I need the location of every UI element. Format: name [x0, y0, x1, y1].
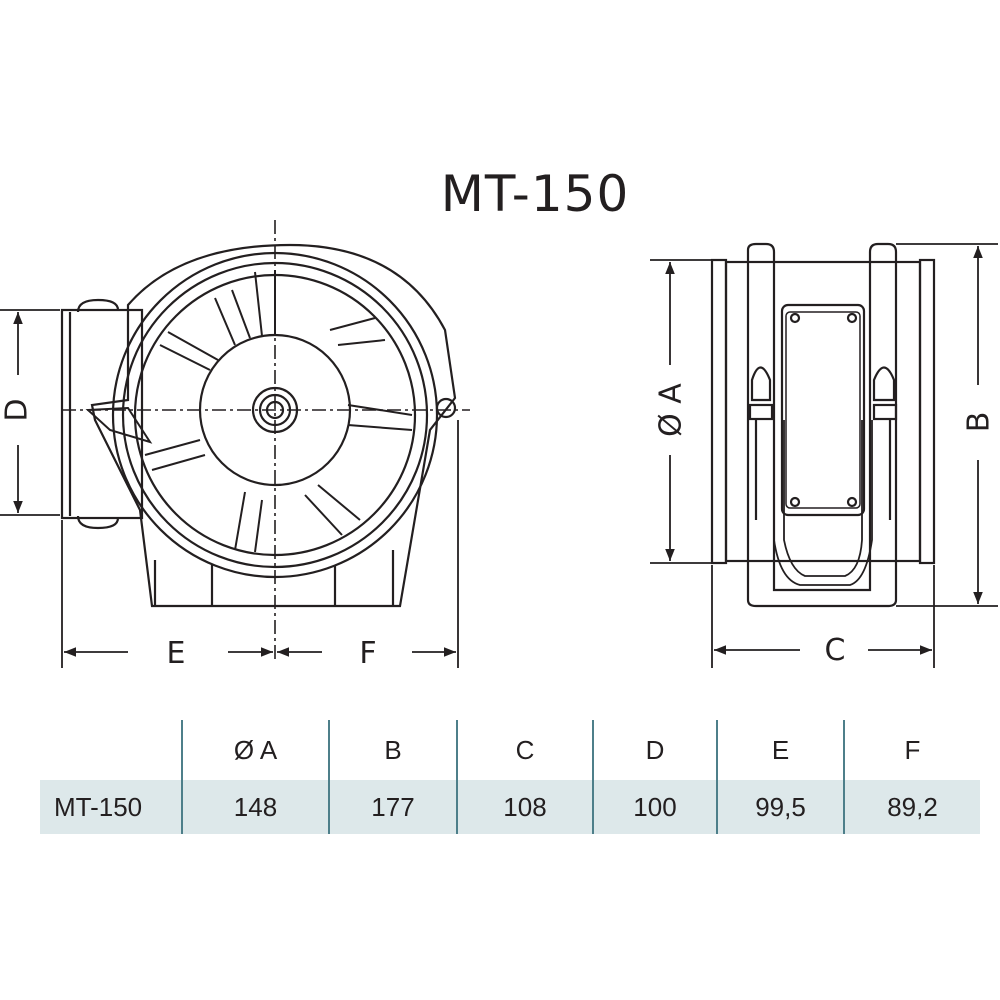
table-cell: 177: [328, 780, 457, 834]
table-header-row: Ø A B C D E F: [40, 720, 980, 780]
table-header-cell: E: [716, 720, 844, 780]
table-header-cell: Ø A: [181, 720, 329, 780]
dim-label-d: D: [0, 398, 35, 421]
dimensions-table: Ø A B C D E F MT-150 148 177 108 100 99,…: [40, 720, 980, 834]
front-duct-collar: [60, 308, 144, 520]
dim-ef-lines: [61, 420, 459, 668]
front-centerlines: [62, 220, 470, 660]
front-vanes: [144, 270, 413, 553]
side-bracket: [746, 242, 898, 608]
table-cell: 100: [592, 780, 717, 834]
dim-a-line: [650, 259, 712, 564]
table-header-cell: C: [456, 720, 593, 780]
dim-label-b: B: [962, 412, 997, 433]
diagram-title: MT-150: [440, 165, 630, 223]
table-cell: 148: [181, 780, 329, 834]
front-housing: [90, 243, 457, 608]
front-view: [60, 243, 457, 608]
dim-b-line: [896, 243, 998, 607]
table-cell: 89,2: [843, 780, 980, 834]
table-model-cell: MT-150: [40, 780, 182, 834]
table-row: MT-150 148 177 108 100 99,5 89,2: [40, 780, 980, 834]
dim-label-c: C: [825, 633, 846, 668]
dim-label-a: Ø A: [654, 383, 689, 437]
side-collar-right: [918, 258, 936, 565]
side-collar-left: [710, 258, 728, 565]
side-view: [710, 242, 936, 608]
table-cell: 108: [456, 780, 593, 834]
side-body: [724, 260, 922, 563]
table-header-cell: F: [843, 720, 980, 780]
dim-label-f: F: [359, 636, 376, 671]
dim-label-e: E: [167, 636, 186, 671]
dim-d-line: [0, 309, 60, 516]
table-header-cell: D: [592, 720, 717, 780]
table-cell: 99,5: [716, 780, 844, 834]
side-terminal-box: [780, 303, 866, 517]
table-header-cell: B: [328, 720, 457, 780]
dim-c-line: [711, 565, 935, 668]
